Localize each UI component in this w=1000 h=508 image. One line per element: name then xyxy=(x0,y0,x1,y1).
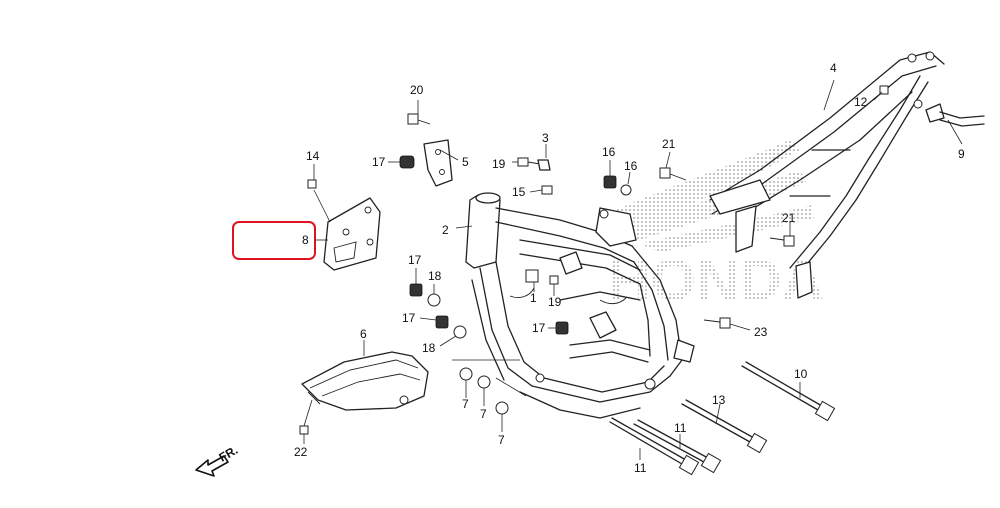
callout-9: 9 xyxy=(958,147,965,161)
main-frame xyxy=(465,192,695,419)
callout-21: 21 xyxy=(662,137,676,151)
callout-1: 1 xyxy=(530,291,537,305)
callout-17: 17 xyxy=(402,311,416,325)
callout-10: 10 xyxy=(794,367,808,381)
front-arrow-icon xyxy=(195,455,229,477)
part-callouts: 20 5 3 14 17 19 15 16 16 21 4 12 9 2 8 2… xyxy=(294,61,965,475)
callout-23: 23 xyxy=(754,325,768,339)
skid-plate xyxy=(301,351,429,411)
highlight-box xyxy=(232,221,316,260)
honda-watermark-text: HONDA xyxy=(608,248,824,313)
callout-21: 21 xyxy=(782,211,796,225)
callout-4: 4 xyxy=(830,61,837,75)
callout-13: 13 xyxy=(712,393,726,407)
callout-19: 19 xyxy=(492,157,506,171)
mount-bracket xyxy=(423,139,453,187)
callout-8: 8 xyxy=(302,233,309,247)
callout-16: 16 xyxy=(624,159,638,173)
callout-11: 11 xyxy=(674,421,687,435)
callout-3: 3 xyxy=(542,131,549,145)
fasteners xyxy=(299,85,889,435)
side-cover-plate xyxy=(323,197,381,271)
callout-14: 14 xyxy=(306,149,320,163)
callout-7: 7 xyxy=(462,397,469,411)
callout-7: 7 xyxy=(480,407,487,421)
callout-7: 7 xyxy=(498,433,505,447)
callout-22: 22 xyxy=(294,445,308,459)
leader-lines xyxy=(303,79,963,460)
callout-20: 20 xyxy=(410,83,424,97)
callout-17: 17 xyxy=(532,321,546,335)
long-bolts xyxy=(609,361,836,476)
callout-16: 16 xyxy=(602,145,616,159)
callout-18: 18 xyxy=(422,341,436,355)
callout-19: 19 xyxy=(548,295,562,309)
callout-12: 12 xyxy=(854,95,868,109)
callout-18: 18 xyxy=(428,269,442,283)
callout-17: 17 xyxy=(408,253,422,267)
callout-11: 11 xyxy=(634,461,647,475)
callout-15: 15 xyxy=(512,185,526,199)
callout-6: 6 xyxy=(360,327,367,341)
front-direction-indicator: FR. xyxy=(195,443,240,477)
rear-subframe xyxy=(709,51,945,299)
seat-lock-hook xyxy=(913,99,985,127)
callout-5: 5 xyxy=(462,155,469,169)
callout-2: 2 xyxy=(442,223,449,237)
callout-17: 17 xyxy=(372,155,386,169)
